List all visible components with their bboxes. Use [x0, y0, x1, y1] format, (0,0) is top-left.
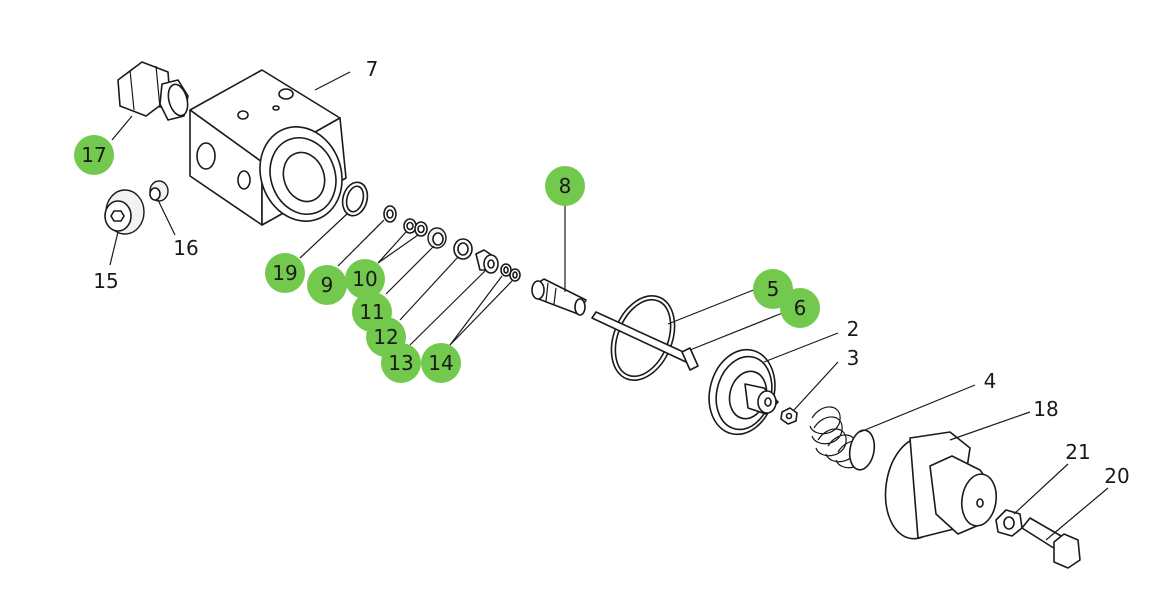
leader-18	[949, 411, 1031, 441]
label-10[interactable]: 10	[352, 267, 377, 291]
badge-14	[421, 343, 461, 383]
label-15[interactable]: 15	[93, 269, 118, 293]
badge-13	[381, 343, 421, 383]
badge-8	[545, 166, 585, 206]
label-14[interactable]: 14	[428, 351, 453, 375]
label-13[interactable]: 13	[388, 351, 413, 375]
label-21[interactable]: 21	[1065, 440, 1090, 464]
badge-17	[74, 135, 114, 175]
label-4[interactable]: 4	[984, 369, 997, 393]
part-6-rod[interactable]	[591, 311, 699, 371]
label-17[interactable]: 17	[81, 143, 106, 167]
part-17-fitting[interactable]	[117, 61, 191, 121]
part-8-spool[interactable]	[531, 278, 587, 316]
leader-3	[793, 361, 839, 411]
leader-20	[1045, 487, 1109, 541]
part-18-bonnet[interactable]	[879, 431, 999, 543]
leader-12	[399, 256, 459, 321]
label-18[interactable]: 18	[1033, 397, 1058, 421]
leader-14a	[449, 275, 503, 346]
leader-5	[667, 288, 757, 325]
leader-4	[859, 384, 976, 433]
part-9-washer[interactable]	[383, 205, 397, 223]
leader-16	[157, 199, 176, 236]
label-2[interactable]: 2	[847, 317, 860, 341]
part-10-washers[interactable]	[403, 218, 428, 237]
badge-19	[265, 253, 305, 293]
part-16-plug[interactable]	[149, 180, 169, 202]
leader-17	[111, 115, 133, 141]
part-11-bushing[interactable]	[427, 227, 447, 249]
label-12[interactable]: 12	[373, 325, 398, 349]
leader-14b	[449, 280, 513, 346]
part-7-housing[interactable]	[189, 69, 355, 233]
leader-7	[314, 71, 351, 91]
part-13-sleeve[interactable]	[475, 249, 499, 274]
badge-6	[780, 288, 820, 328]
part-3-nut[interactable]	[780, 407, 798, 425]
leader-10b	[377, 234, 419, 264]
leader-21	[1013, 463, 1069, 515]
part-2-diaphragm-cap[interactable]	[700, 342, 784, 442]
part-12-seal[interactable]	[453, 238, 473, 260]
leader-13	[409, 269, 487, 346]
badge-9	[307, 265, 347, 305]
leader-6	[689, 311, 786, 351]
label-20[interactable]: 20	[1104, 464, 1129, 488]
leader-19	[299, 212, 349, 259]
leader-15	[109, 231, 119, 266]
label-8[interactable]: 8	[559, 174, 572, 198]
label-9[interactable]: 9	[321, 273, 334, 297]
label-5[interactable]: 5	[767, 277, 780, 301]
part-labels: 7 17 16 15 19 9 10 11 12 13 14 8 5 6 2 3…	[81, 57, 1129, 488]
label-6[interactable]: 6	[794, 296, 807, 320]
part-20-bolt[interactable]	[1021, 517, 1081, 569]
badge-10	[345, 259, 385, 299]
label-7[interactable]: 7	[366, 57, 379, 81]
leader-11	[385, 245, 435, 295]
label-19[interactable]: 19	[272, 261, 297, 285]
part-4-spring[interactable]	[809, 406, 877, 472]
leader-10a	[377, 231, 407, 264]
leader-lines	[109, 71, 1109, 541]
leader-9	[337, 219, 385, 267]
part-21-hex-nut[interactable]	[995, 509, 1023, 537]
highlight-badges	[74, 135, 820, 383]
part-19-o-ring[interactable]	[339, 179, 371, 218]
label-16[interactable]: 16	[173, 236, 198, 260]
leader-2	[763, 332, 839, 363]
part-14-washers[interactable]	[500, 263, 521, 282]
label-3[interactable]: 3	[847, 346, 860, 370]
part-15-socket-nut[interactable]	[104, 189, 145, 235]
label-11[interactable]: 11	[359, 300, 384, 324]
